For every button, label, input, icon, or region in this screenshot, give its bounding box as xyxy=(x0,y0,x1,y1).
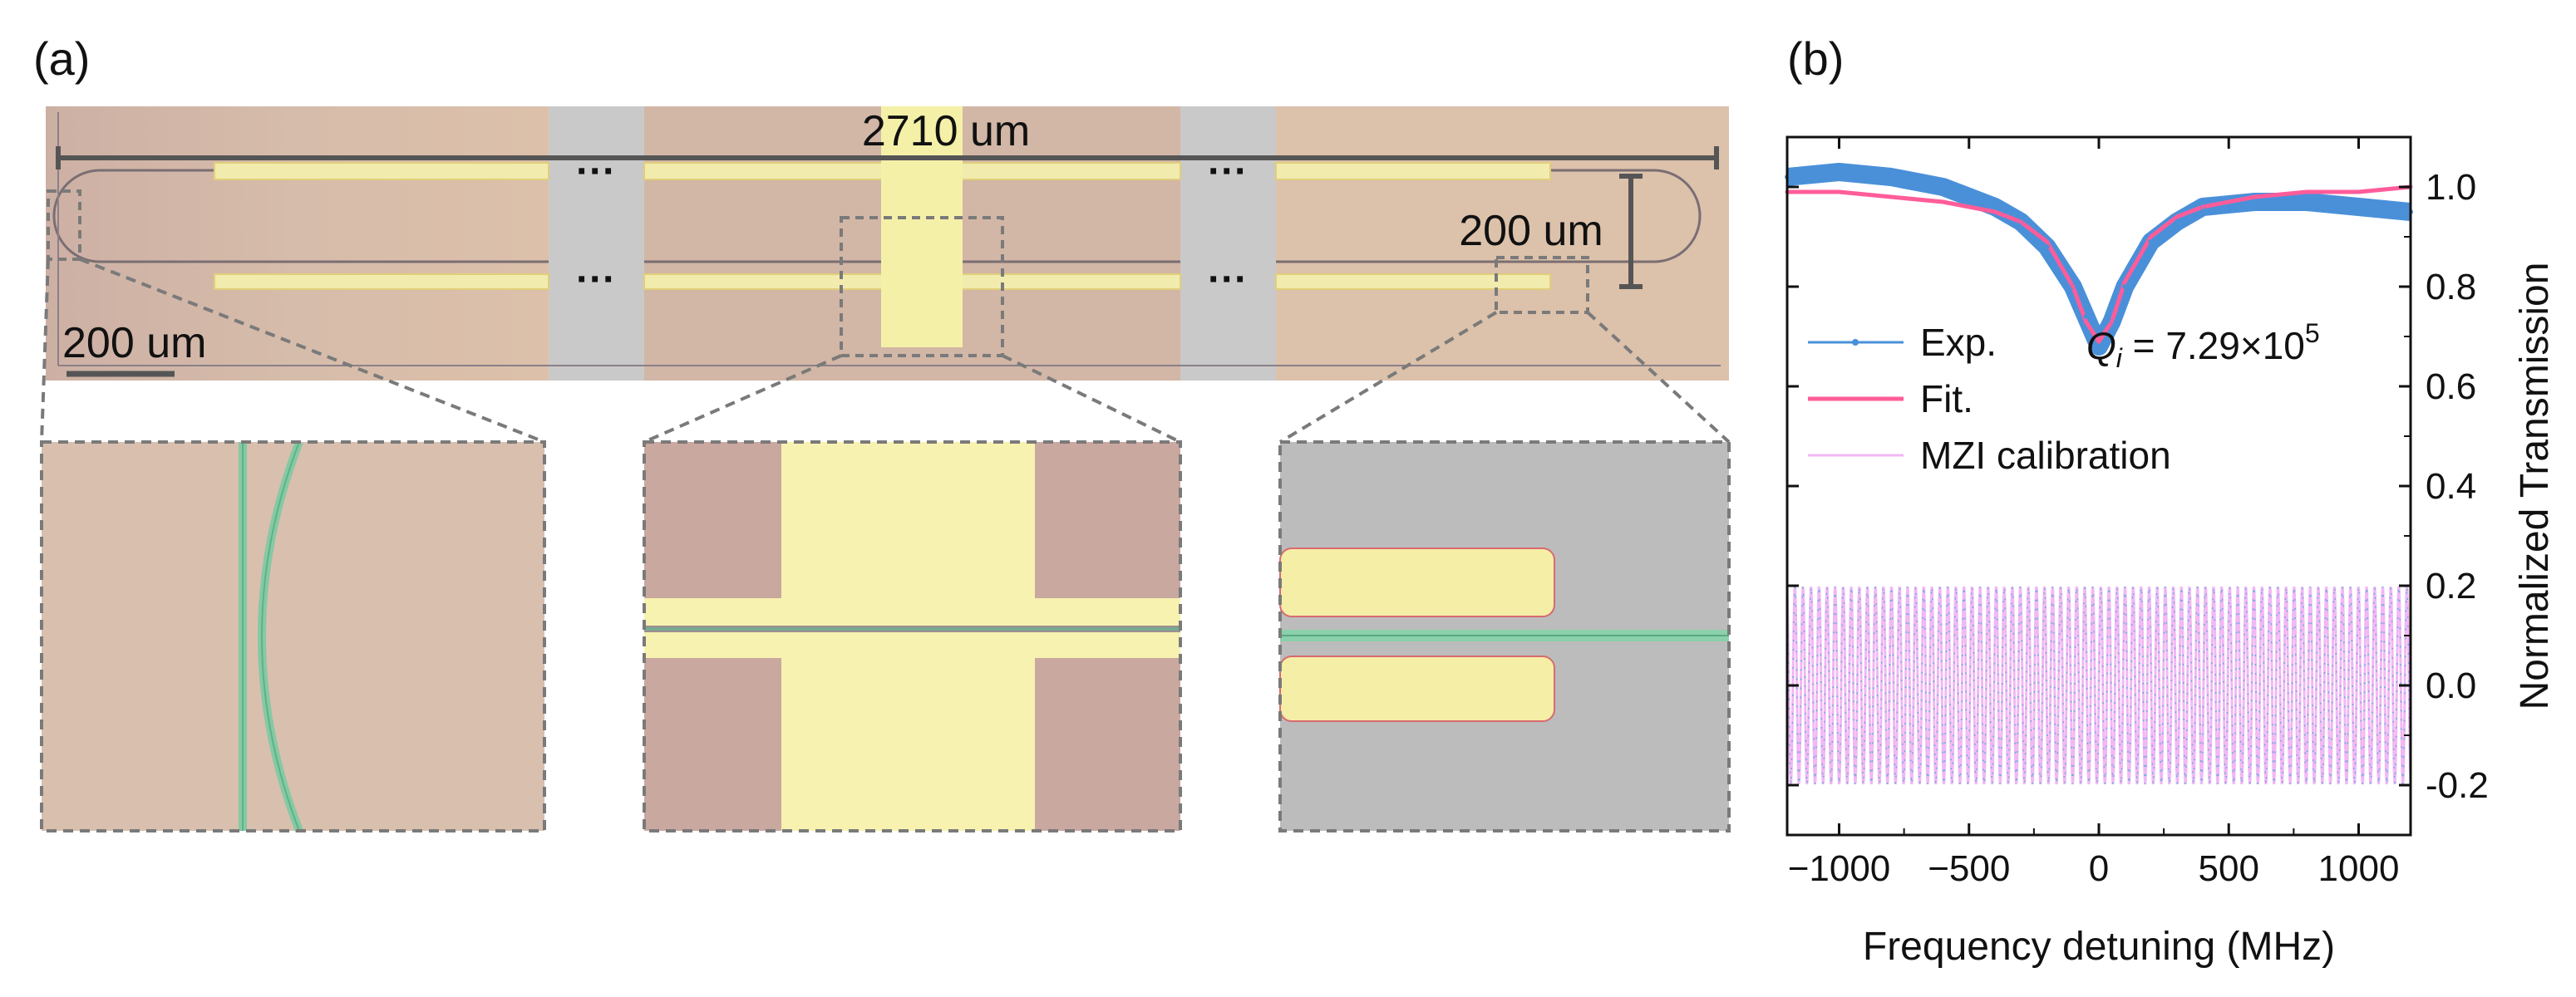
y-tick-label: 0.8 xyxy=(2426,267,2476,307)
fit-point xyxy=(2253,194,2257,199)
fit-point xyxy=(1941,199,1945,204)
fit-point xyxy=(2045,239,2049,244)
height-label: 200 um xyxy=(1459,207,1603,255)
panel-b: (b) −1000 −500 0 500 1000 -0.2 0.0 0.2 0.4 0.6 0.… xyxy=(1785,32,2557,969)
legend-label-exp: Exp. xyxy=(1920,321,1997,364)
fit-point xyxy=(2175,214,2180,219)
center-electrode-pad xyxy=(881,106,963,347)
fit-point xyxy=(2071,284,2076,289)
zoom-box-left-marker xyxy=(47,189,81,261)
y-tick-label: 1.0 xyxy=(2426,167,2476,208)
ellipsis-bottom-left: ··· xyxy=(576,258,616,302)
fit-point xyxy=(2122,279,2127,284)
height-dimension xyxy=(1619,174,1643,289)
exp-point xyxy=(1992,204,1997,209)
exp-point xyxy=(2044,244,2050,249)
electrode-bottom-1 xyxy=(214,273,549,290)
exp-point xyxy=(2356,204,2362,209)
fit-point xyxy=(1889,194,1894,199)
x-axis-label: Frequency detuning (MHz) xyxy=(1863,925,2335,969)
substrate-right xyxy=(1276,106,1729,381)
length-label: 2710 um xyxy=(862,107,1030,155)
y-ticks: -0.2 0.0 0.2 0.4 0.6 0.8 1.0 xyxy=(1787,136,2489,836)
x-tick-label: −1000 xyxy=(1788,848,1891,889)
mzi-series xyxy=(1787,586,2411,785)
legend-entry-fit: Fit. xyxy=(1808,377,1973,420)
exp-point xyxy=(2148,239,2154,244)
y-tick-label: 0.6 xyxy=(2426,366,2476,407)
x-tick-label: −500 xyxy=(1928,848,2010,889)
y-tick-label: 0.0 xyxy=(2426,665,2476,706)
exp-point xyxy=(2252,199,2258,204)
substrate-left xyxy=(46,106,549,381)
q-annotation: Qi = 7.29×105 xyxy=(2086,318,2320,373)
inset-electrode-pad xyxy=(643,440,1182,832)
y-tick-label: -0.2 xyxy=(2426,765,2489,806)
inset-coupling-region xyxy=(40,440,546,832)
length-dimension xyxy=(56,146,1719,169)
fit-point xyxy=(2149,234,2153,239)
panel-a-label: (a) xyxy=(33,32,90,85)
exp-point xyxy=(2304,199,2309,204)
y-tick-label: 0.2 xyxy=(2426,566,2476,607)
legend: Exp. Fit. MZI calibration xyxy=(1808,321,2171,477)
x-tick-label: 0 xyxy=(2089,848,2109,889)
x-tick-label: 500 xyxy=(2199,848,2259,889)
exp-point xyxy=(2083,314,2089,319)
inset-electrode-ends xyxy=(1278,440,1731,832)
device-micrograph: ··· ··· ··· ··· 2710 um 200 um 200 um xyxy=(46,106,1729,381)
fit-point xyxy=(1992,209,1997,214)
legend-label-fit: Fit. xyxy=(1920,377,1973,420)
zoom-box-right-marker xyxy=(1495,256,1589,314)
exp-point xyxy=(2122,284,2128,289)
electrode-top-1 xyxy=(214,162,549,180)
zoom-connectors xyxy=(40,258,1731,444)
zoom-box-center-marker xyxy=(840,216,1004,357)
legend-entry-mzi: MZI calibration xyxy=(1808,434,2171,477)
y-tick-label: 0.4 xyxy=(2426,466,2476,507)
exp-point xyxy=(2096,344,2101,349)
y-axis-label: Normalized Transmission xyxy=(2513,263,2557,710)
panel-b-label: (b) xyxy=(1787,32,1844,85)
exp-point xyxy=(1889,174,1894,179)
exp-point xyxy=(1940,184,1946,189)
mzi-exp-trace xyxy=(1787,587,2411,784)
ellipsis-bottom-right: ··· xyxy=(1208,258,1248,302)
fit-point xyxy=(2096,339,2101,344)
gap-right xyxy=(1180,106,1276,381)
x-ticks: −1000 −500 0 500 1000 xyxy=(1788,137,2400,889)
electrode-top-3 xyxy=(1275,162,1551,180)
fit-point xyxy=(2200,204,2205,209)
exp-point xyxy=(1836,169,1842,174)
fit-point xyxy=(2083,319,2088,324)
fit-point xyxy=(2304,189,2309,194)
fit-point xyxy=(2110,319,2115,324)
legend-label-mzi: MZI calibration xyxy=(1920,434,2171,477)
fit-point xyxy=(1837,189,1841,194)
electrode-bottom-3 xyxy=(1275,273,1551,290)
fit-point xyxy=(2018,219,2023,224)
panel-a: (a) ··· xyxy=(33,32,1731,832)
exp-point xyxy=(2174,219,2180,224)
legend-entry-exp: Exp. xyxy=(1808,321,1997,364)
x-tick-label: 1000 xyxy=(2318,848,2400,889)
fit-point xyxy=(2357,189,2361,194)
gap-left xyxy=(549,106,644,381)
scalebar-label: 200 um xyxy=(62,319,206,367)
